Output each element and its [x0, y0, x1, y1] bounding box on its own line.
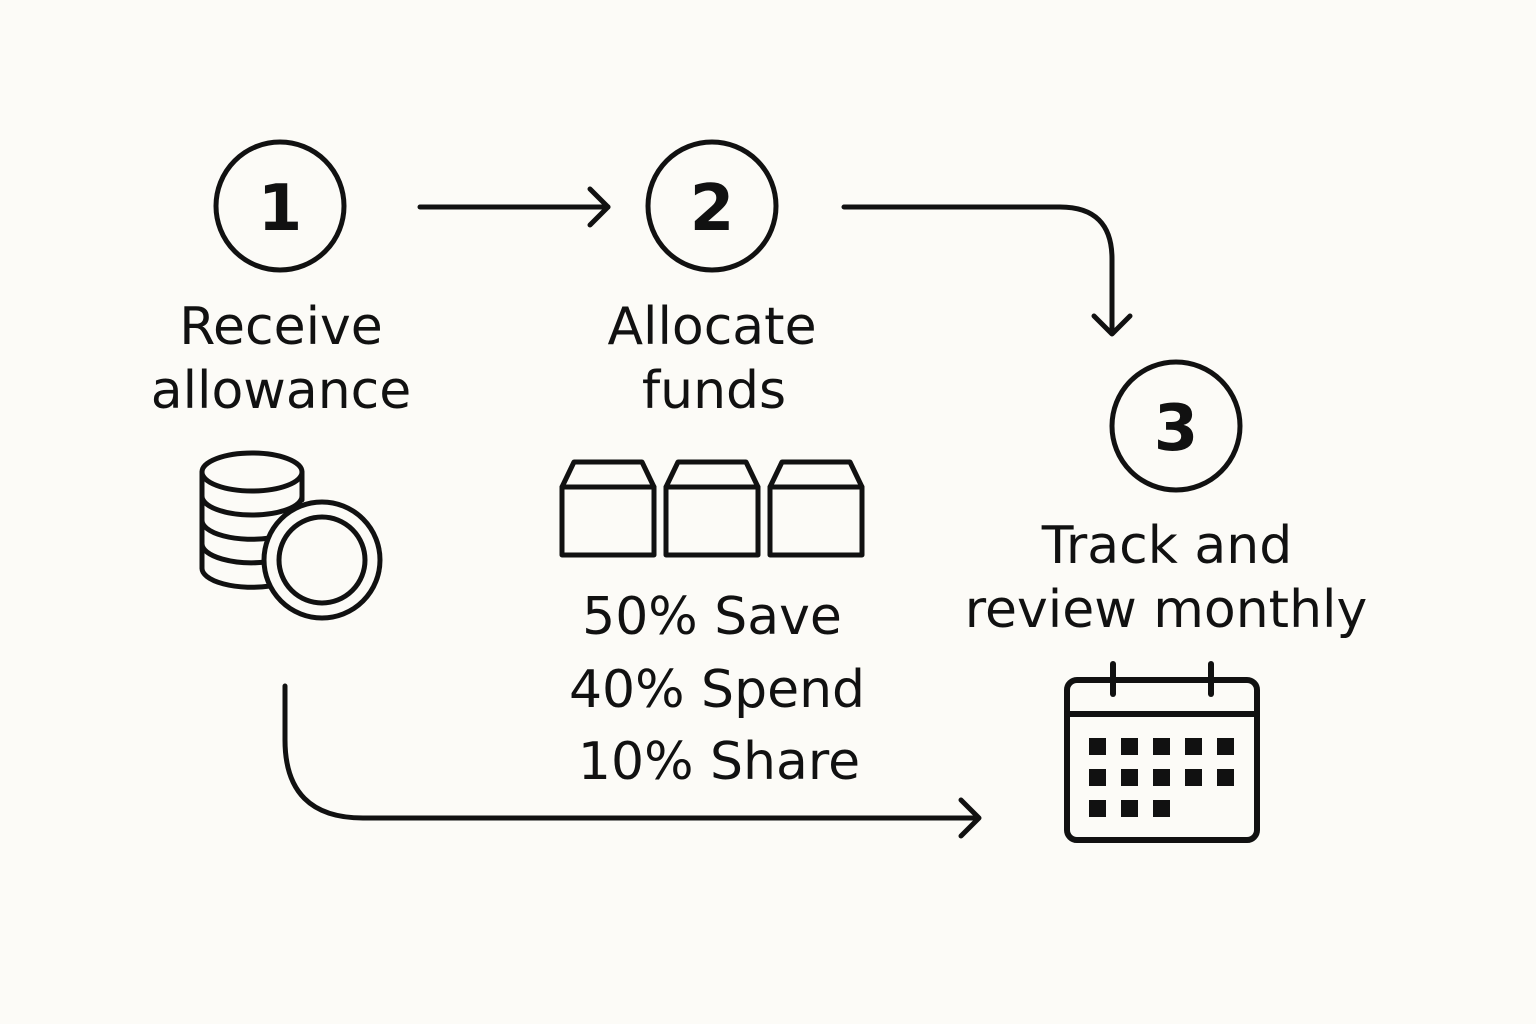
step-3-number: 3	[1154, 392, 1199, 466]
step-3-label-line-2: review monthly	[965, 580, 1368, 640]
step-1-label-line-1: Receive	[179, 297, 383, 357]
coins-icon	[199, 450, 383, 621]
box-save-icon	[559, 459, 657, 558]
arrow-step1-to-step3	[282, 683, 982, 839]
step-1-number: 1	[258, 172, 303, 246]
arrow-step1-to-step2	[417, 186, 611, 228]
allocation-spend: 40% Spend	[569, 660, 865, 720]
step-2: 2 Allocate funds	[607, 139, 817, 421]
step-1: 1 Receive allowance	[151, 139, 412, 421]
allocation-save: 50% Save	[582, 587, 842, 647]
boxes-icon	[559, 459, 865, 558]
box-share-icon	[767, 459, 865, 558]
step-2-number: 2	[690, 172, 735, 246]
box-spend-icon	[663, 459, 761, 558]
step-1-circle	[213, 139, 347, 273]
step-3-circle	[1109, 359, 1243, 493]
allocation-list: 50% Save 40% Spend 10% Share	[569, 587, 865, 792]
step-3-label-line-1: Track and	[1041, 516, 1292, 576]
arrow-step2-to-step3	[841, 204, 1133, 337]
step-2-label-line-2: funds	[642, 361, 786, 421]
calendar-icon	[1064, 661, 1260, 843]
step-3: 3 Track and review monthly	[965, 359, 1368, 640]
allocation-share: 10% Share	[578, 732, 860, 792]
step-2-label-line-1: Allocate	[607, 297, 816, 357]
step-1-label-line-2: allowance	[151, 361, 412, 421]
step-2-circle	[645, 139, 779, 273]
